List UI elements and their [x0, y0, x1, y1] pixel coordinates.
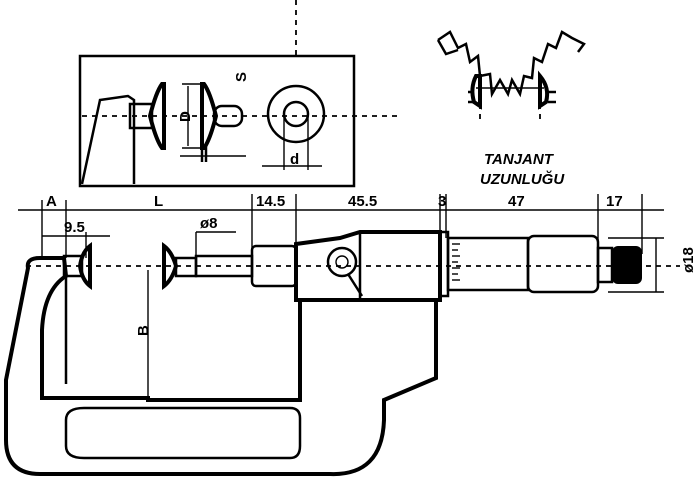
- dim-14-5: 14.5: [256, 193, 285, 210]
- dim-45-5: 45.5: [348, 193, 377, 210]
- gear-tooth-detail: [436, 30, 586, 124]
- dim-9-5: 9.5: [64, 219, 85, 236]
- anvil: [62, 241, 92, 291]
- dim-47: 47: [508, 193, 525, 210]
- label-D: D: [177, 111, 194, 122]
- caption-line-1: TANJANT: [484, 151, 555, 168]
- dim-3: 3: [438, 193, 446, 210]
- detail-inset: [78, 0, 400, 188]
- label-phi-8: ø8: [200, 215, 218, 232]
- label-B: B: [135, 325, 152, 336]
- label-L: L: [154, 193, 163, 210]
- label-A: A: [46, 193, 57, 210]
- dim-17: 17: [606, 193, 623, 210]
- label-phi-18: ø18: [680, 247, 693, 273]
- label-S: S: [233, 72, 250, 82]
- label-d: d: [290, 151, 299, 168]
- dimension-lines: [18, 194, 680, 396]
- micrometer-frame: [4, 256, 438, 477]
- caption-line-2: UZUNLUĞU: [480, 170, 565, 188]
- thimble: [438, 230, 642, 298]
